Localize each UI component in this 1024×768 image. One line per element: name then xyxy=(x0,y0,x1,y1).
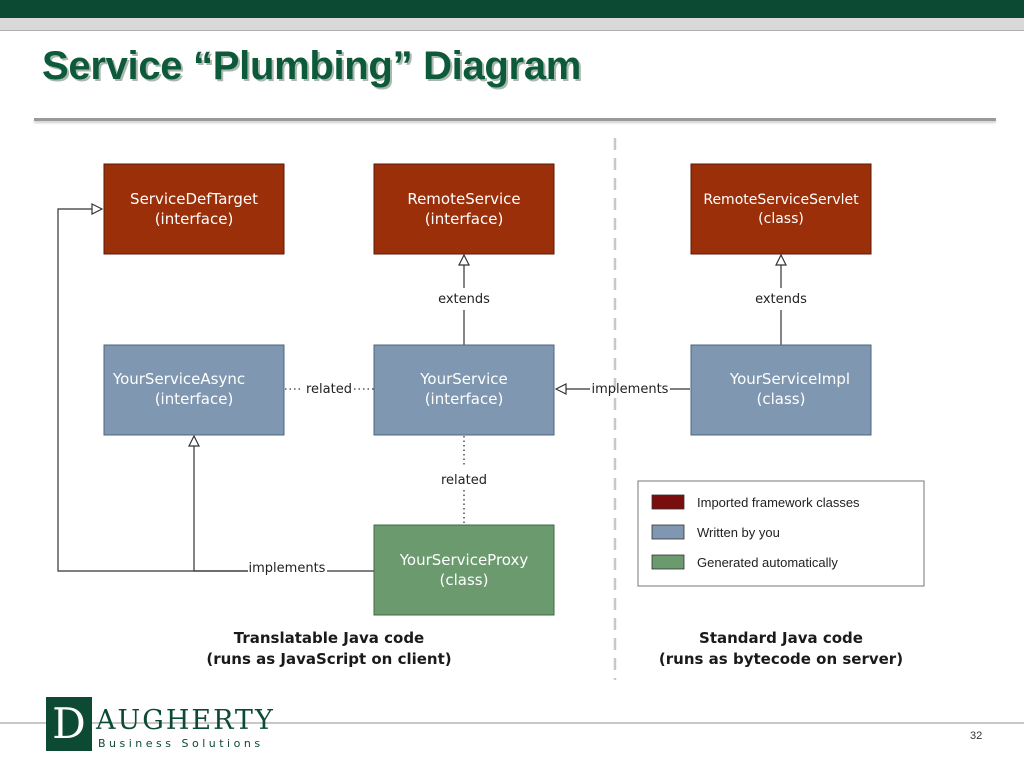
company-logo: D AUGHERTY Business Solutions xyxy=(46,697,273,753)
label-related-horizontal: related xyxy=(306,382,352,397)
box-remote-service-servlet: RemoteServiceServlet (class) xyxy=(690,163,872,255)
box-your-service-async: YourServiceAsync (interface) xyxy=(103,344,285,436)
implements-proxy-to-async xyxy=(194,436,248,572)
box-your-service: YourService (interface) xyxy=(373,344,555,436)
caption-server-line1: Standard Java code xyxy=(699,629,863,647)
box-your-service-async-rect xyxy=(103,344,285,436)
box-your-service-impl-rect xyxy=(690,344,872,436)
page-number: 32 xyxy=(970,730,983,742)
box-your-service-proxy: YourServiceProxy (class) xyxy=(373,524,555,616)
box-remote-service: RemoteService (interface) xyxy=(373,163,555,255)
legend-swatch-framework xyxy=(651,494,685,510)
label-implements-bottom: implements xyxy=(249,561,326,576)
top-banner-rule xyxy=(0,18,1024,31)
label-implements-right: implements xyxy=(592,382,669,397)
legend-label-generated: Generated automatically xyxy=(697,555,838,570)
box-remote-service-name: RemoteService xyxy=(407,190,520,208)
implements-proxy-to-servicedeftarget xyxy=(57,209,248,572)
legend-label-written: Written by you xyxy=(697,525,780,540)
box-remote-service-servlet-name: RemoteServiceServlet xyxy=(703,192,859,208)
box-your-service-rect xyxy=(373,344,555,436)
box-your-service-async-kind: (interface) xyxy=(155,390,234,408)
box-your-service-proxy-name: YourServiceProxy xyxy=(399,551,529,569)
box-service-def-target-name: ServiceDefTarget xyxy=(130,190,258,208)
title-underline xyxy=(34,118,996,121)
caption-server-line2: (runs as bytecode on server) xyxy=(659,650,903,668)
box-your-service-impl-name: YourServiceImpl xyxy=(729,370,850,388)
box-remote-service-servlet-rect xyxy=(690,163,872,255)
box-your-service-impl-kind: (class) xyxy=(757,390,806,408)
logo-letter: D xyxy=(46,697,92,751)
box-your-service-proxy-kind: (class) xyxy=(440,571,489,589)
label-extends-right: extends xyxy=(755,292,807,307)
box-your-service-async-name: YourServiceAsync xyxy=(112,370,245,388)
legend-label-framework: Imported framework classes xyxy=(697,495,860,510)
legend-swatch-generated xyxy=(651,554,685,570)
box-your-service-name: YourService xyxy=(419,370,507,388)
legend: Imported framework classes Written by yo… xyxy=(637,480,925,587)
footer-rule xyxy=(0,722,1024,724)
box-your-service-kind: (interface) xyxy=(425,390,504,408)
legend-swatch-written xyxy=(651,524,685,540)
box-service-def-target-kind: (interface) xyxy=(155,210,234,228)
box-your-service-proxy-rect xyxy=(373,524,555,616)
box-remote-service-kind: (interface) xyxy=(425,210,504,228)
box-your-service-impl: YourServiceImpl (class) xyxy=(690,344,872,436)
slide-title: Service “Plumbing” Diagram xyxy=(42,44,582,88)
box-service-def-target: ServiceDefTarget (interface) xyxy=(103,163,285,255)
top-banner xyxy=(0,0,1024,18)
label-related-vertical: related xyxy=(441,473,487,488)
label-extends-left: extends xyxy=(438,292,490,307)
caption-client-line1: Translatable Java code xyxy=(234,629,424,647)
legend-frame xyxy=(637,480,925,587)
box-remote-service-rect xyxy=(373,163,555,255)
box-remote-service-servlet-kind: (class) xyxy=(758,211,804,227)
box-service-def-target-rect xyxy=(103,163,285,255)
logo-tagline: Business Solutions xyxy=(98,737,264,750)
caption-client-line2: (runs as JavaScript on client) xyxy=(206,650,451,668)
logo-name: AUGHERTY xyxy=(96,705,275,736)
